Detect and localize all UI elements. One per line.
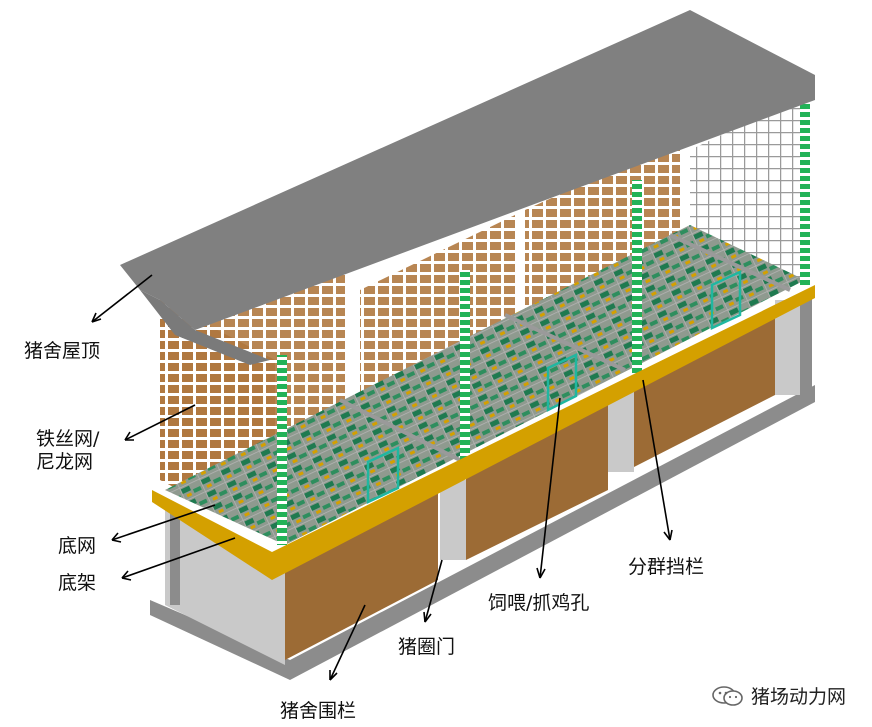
feeding-hole [710, 270, 742, 330]
divider-post [277, 355, 287, 545]
label-roof: 猪舍屋顶 [24, 340, 101, 362]
divider-post [632, 180, 642, 380]
floor-dividers [339, 233, 791, 462]
feeding-hole [546, 353, 578, 413]
feeding-hole [366, 446, 400, 504]
label-fence: 猪舍围栏 [280, 700, 357, 722]
divider-post [460, 270, 470, 470]
label-bottom-net: 底网 [58, 535, 97, 557]
divider-posts [277, 90, 810, 545]
watermark: 猪场动力网 [711, 682, 846, 709]
back-mesh-section-2 [360, 215, 515, 410]
wechat-icon [712, 685, 743, 706]
feeding-holes [366, 270, 742, 504]
fence-panel [466, 395, 608, 560]
fence-panels [285, 310, 775, 660]
label-bottom-frame: 底架 [58, 572, 97, 594]
roof [120, 10, 815, 365]
label-wire-mesh-line2: 尼龙网 [36, 451, 94, 473]
fence-panel [634, 310, 775, 467]
label-divider: 分群挡栏 [628, 556, 705, 578]
divider-post [800, 90, 810, 285]
label-wire-mesh-line1: 铁丝网/ [36, 428, 100, 450]
support-frame [150, 295, 815, 680]
label-feeding-hole: 饲喂/抓鸡孔 [488, 592, 590, 614]
watermark-text: 猪场动力网 [750, 686, 846, 708]
fence-panel [285, 482, 438, 660]
annotation-arrows [91, 274, 673, 681]
label-pen-door: 猪圈门 [398, 636, 456, 658]
floor-net [165, 225, 805, 545]
label-wire-mesh: 铁丝网/ 尼龙网 [36, 428, 99, 474]
